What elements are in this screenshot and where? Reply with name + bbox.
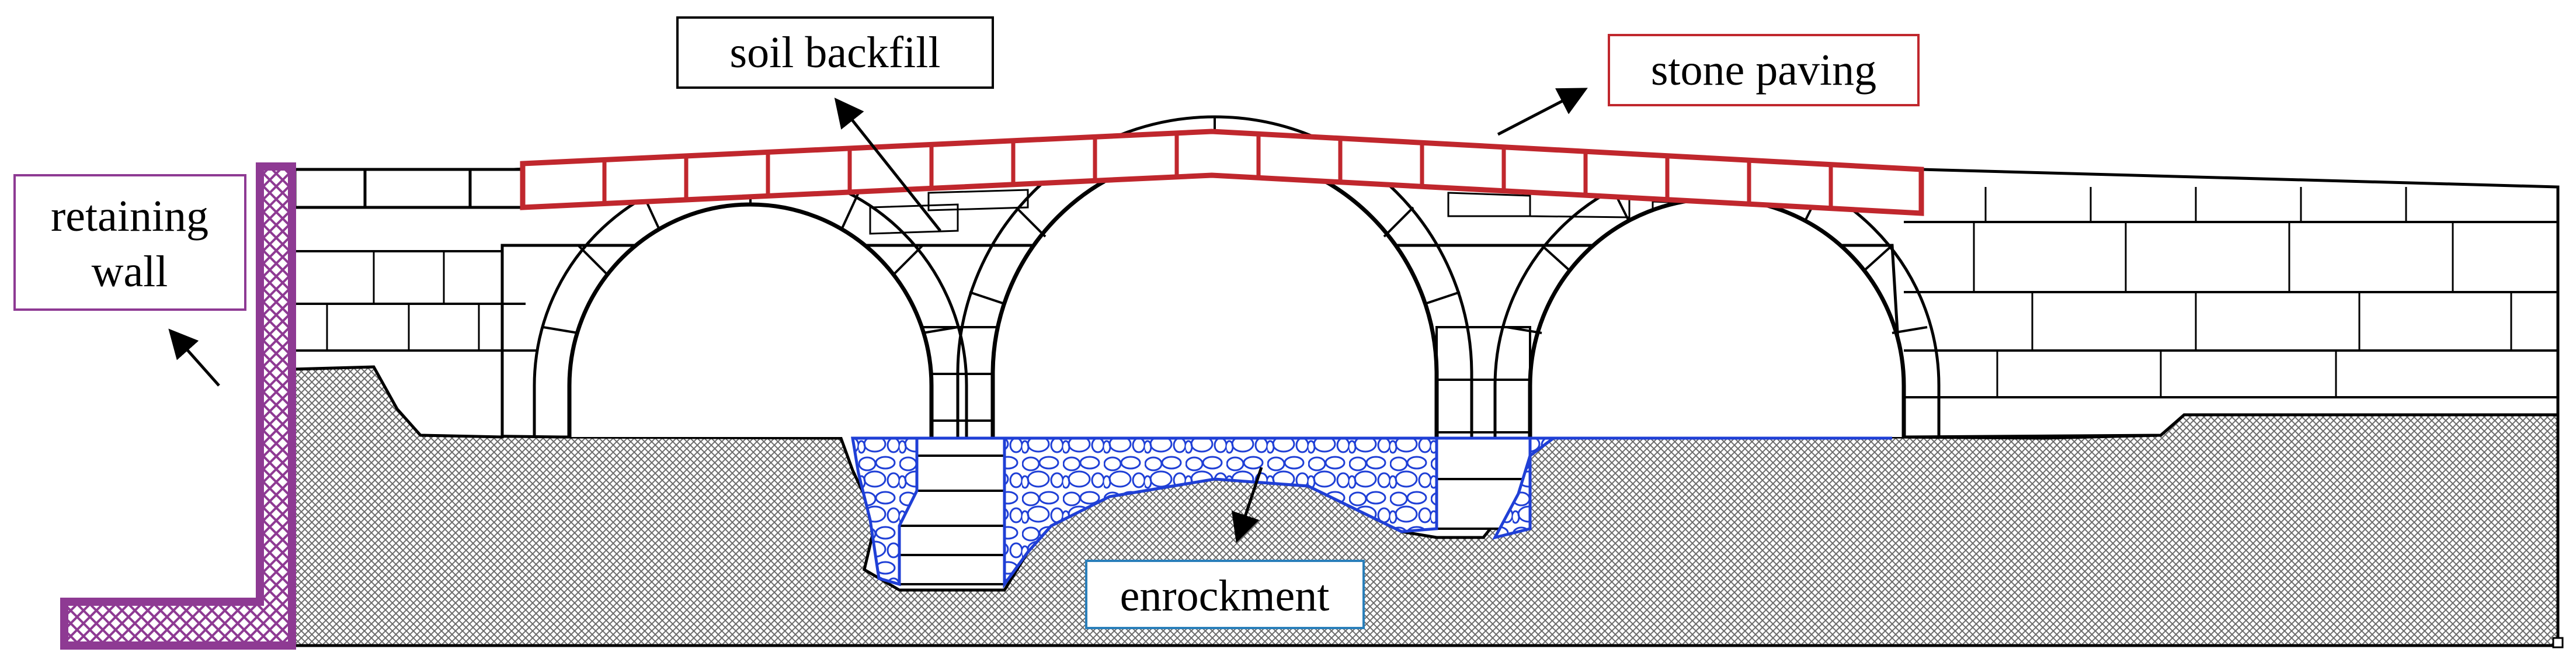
label-stone-paving-text: stone paving <box>1651 46 1876 95</box>
label-soil-backfill: soil backfill <box>676 16 994 89</box>
arrow-enrockment <box>1231 467 1263 543</box>
label-stone-paving: stone paving <box>1608 34 1920 106</box>
label-retaining-wall-line1: retaining <box>51 192 208 241</box>
label-enrockment-text: enrockment <box>1120 571 1330 620</box>
label-soil-backfill-text: soil backfill <box>730 28 941 77</box>
label-enrockment: enrockment <box>1085 560 1365 629</box>
bridge-masonry <box>290 130 2560 585</box>
label-retaining-wall-line2: wall <box>92 247 168 296</box>
arch-openings <box>567 150 1906 437</box>
retaining-wall <box>60 162 296 650</box>
label-retaining-wall: retaining wall <box>13 174 246 311</box>
corner-marker <box>2552 637 2564 648</box>
arrow-retaining-wall <box>168 328 220 387</box>
arrow-stone-paving <box>1497 88 1588 136</box>
arrow-soil-backfill <box>834 98 941 232</box>
stone-paving <box>520 129 1924 216</box>
